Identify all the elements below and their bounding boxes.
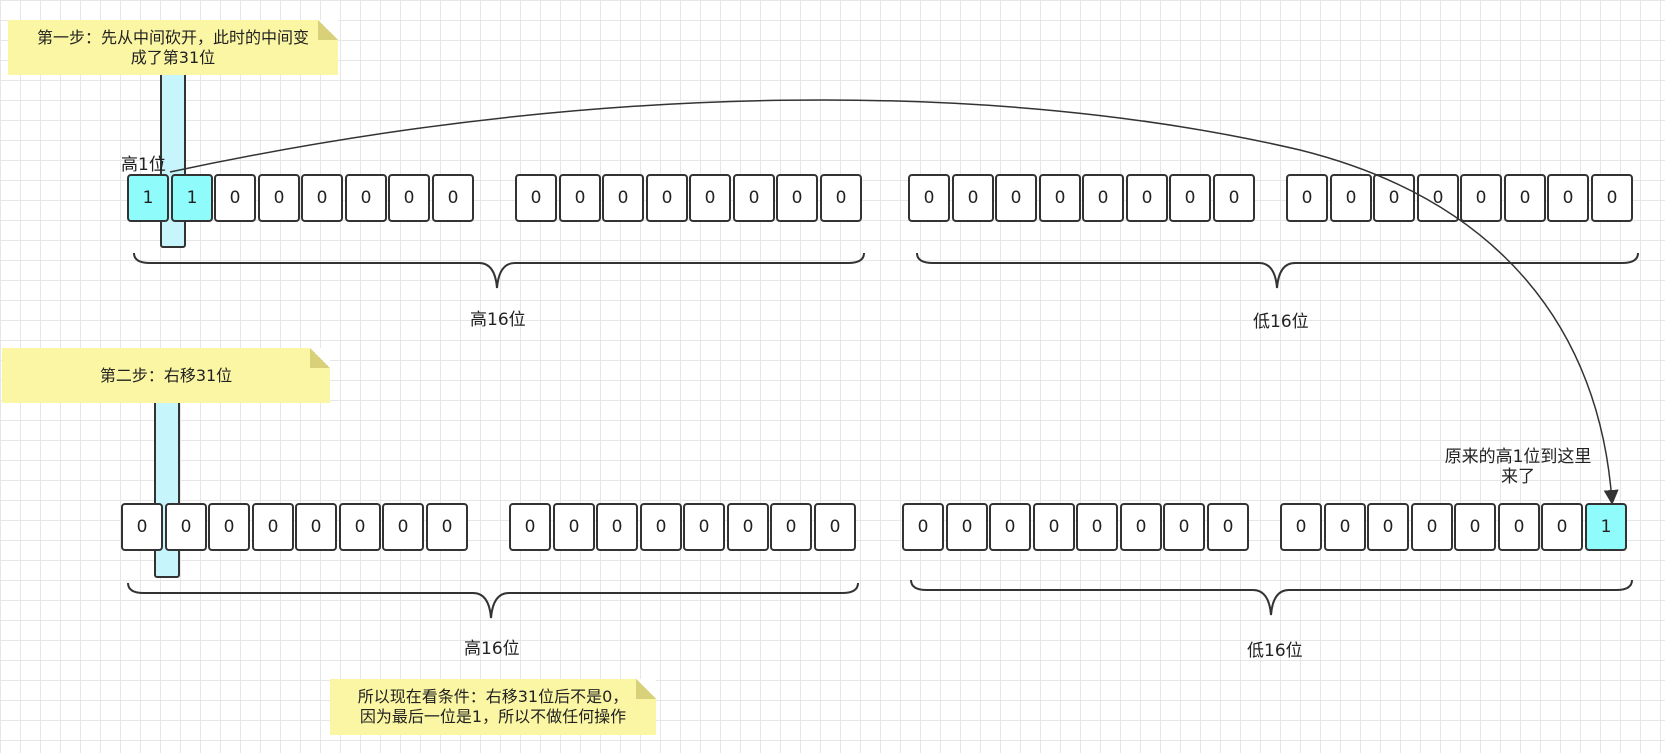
bit-cell: 0 xyxy=(1591,174,1633,222)
bit-cell: 0 xyxy=(1126,174,1168,222)
bit-cell: 0 xyxy=(1330,174,1372,222)
bottom-low16-brace xyxy=(910,579,1633,616)
moved-here-label: 原来的高1位到这里 来了 xyxy=(1444,447,1592,487)
bottom-low16-label: 低16位 xyxy=(1247,641,1303,661)
bit-cell: 1 xyxy=(171,174,213,222)
bit-cell: 0 xyxy=(509,503,551,551)
bit-cell: 0 xyxy=(1120,503,1162,551)
top-low16-brace xyxy=(916,252,1639,289)
conclusion-note: 所以现在看条件：右移31位后不是0， 因为最后一位是1，所以不做任何操作 xyxy=(330,679,656,735)
bit-cell: 0 xyxy=(776,174,818,222)
bit-cell: 0 xyxy=(995,174,1037,222)
bit-cell: 0 xyxy=(1286,174,1328,222)
bit-cell: 1 xyxy=(1585,503,1627,551)
bit-cell: 0 xyxy=(946,503,988,551)
bit-cell: 0 xyxy=(902,503,944,551)
bit-cell: 0 xyxy=(1541,503,1583,551)
bit-cell: 0 xyxy=(121,503,163,551)
top-high16-label: 高16位 xyxy=(470,310,526,330)
bit-cell: 0 xyxy=(989,503,1031,551)
note-fold xyxy=(318,20,338,40)
bit-cell: 0 xyxy=(1547,174,1589,222)
bit-cell: 0 xyxy=(553,503,595,551)
bit-cell: 0 xyxy=(689,174,731,222)
bit-cell: 0 xyxy=(165,503,207,551)
bit-cell: 0 xyxy=(952,174,994,222)
note-fold xyxy=(636,679,656,699)
step1-note: 第一步：先从中间砍开，此时的中间变 成了第31位 xyxy=(8,20,338,75)
bit-cell: 0 xyxy=(908,174,950,222)
bit-cell: 0 xyxy=(733,174,775,222)
bit-cell: 0 xyxy=(1504,174,1546,222)
bit-cell: 0 xyxy=(1163,503,1205,551)
bit-cell: 0 xyxy=(432,174,474,222)
bit-cell: 0 xyxy=(602,174,644,222)
bottom-high16-brace xyxy=(127,582,859,619)
bit-cell: 0 xyxy=(214,174,256,222)
bit-cell: 0 xyxy=(1280,503,1322,551)
bit-cell: 0 xyxy=(382,503,424,551)
bit-cell: 0 xyxy=(295,503,337,551)
bottom-high16-label: 高16位 xyxy=(464,639,520,659)
note-fold xyxy=(310,348,330,368)
bit-cell: 0 xyxy=(258,174,300,222)
top-high16-brace xyxy=(133,252,865,289)
bit-cell: 0 xyxy=(345,174,387,222)
bit-cell: 0 xyxy=(640,503,682,551)
bit-cell: 0 xyxy=(596,503,638,551)
bit-cell: 0 xyxy=(388,174,430,222)
bit-cell: 0 xyxy=(515,174,557,222)
bit-cell: 0 xyxy=(1460,174,1502,222)
bit-cell: 0 xyxy=(727,503,769,551)
bit-cell: 0 xyxy=(1213,174,1255,222)
bit-cell: 0 xyxy=(426,503,468,551)
high1-label: 高1位 xyxy=(121,155,166,175)
bit-cell: 0 xyxy=(559,174,601,222)
bit-cell: 0 xyxy=(1076,503,1118,551)
bit-cell: 0 xyxy=(1411,503,1453,551)
bit-cell: 0 xyxy=(208,503,250,551)
bit-cell: 0 xyxy=(1454,503,1496,551)
bit-cell: 0 xyxy=(820,174,862,222)
bit-cell: 0 xyxy=(1324,503,1366,551)
bit-cell: 0 xyxy=(1082,174,1124,222)
bit-cell: 0 xyxy=(339,503,381,551)
step2-text: 第二步：右移31位 xyxy=(99,365,233,385)
bit-cell: 0 xyxy=(814,503,856,551)
bit-cell: 0 xyxy=(1207,503,1249,551)
conclusion-text: 所以现在看条件：右移31位后不是0， 因为最后一位是1，所以不做任何操作 xyxy=(357,687,629,726)
bit-cell: 0 xyxy=(1367,503,1409,551)
bit-cell: 1 xyxy=(127,174,169,222)
bit-cell: 0 xyxy=(770,503,812,551)
bit-cell: 0 xyxy=(252,503,294,551)
move-arrow xyxy=(169,99,1619,505)
bit-cell: 0 xyxy=(646,174,688,222)
bit-cell: 0 xyxy=(683,503,725,551)
bit-cell: 0 xyxy=(1033,503,1075,551)
bit-cell: 0 xyxy=(1039,174,1081,222)
bit-cell: 0 xyxy=(1498,503,1540,551)
bit-cell: 0 xyxy=(1169,174,1211,222)
bit-cell: 0 xyxy=(301,174,343,222)
step2-note: 第二步：右移31位 xyxy=(2,348,330,403)
top-low16-label: 低16位 xyxy=(1253,312,1309,332)
step1-text: 第一步：先从中间砍开，此时的中间变 成了第31位 xyxy=(36,27,309,67)
